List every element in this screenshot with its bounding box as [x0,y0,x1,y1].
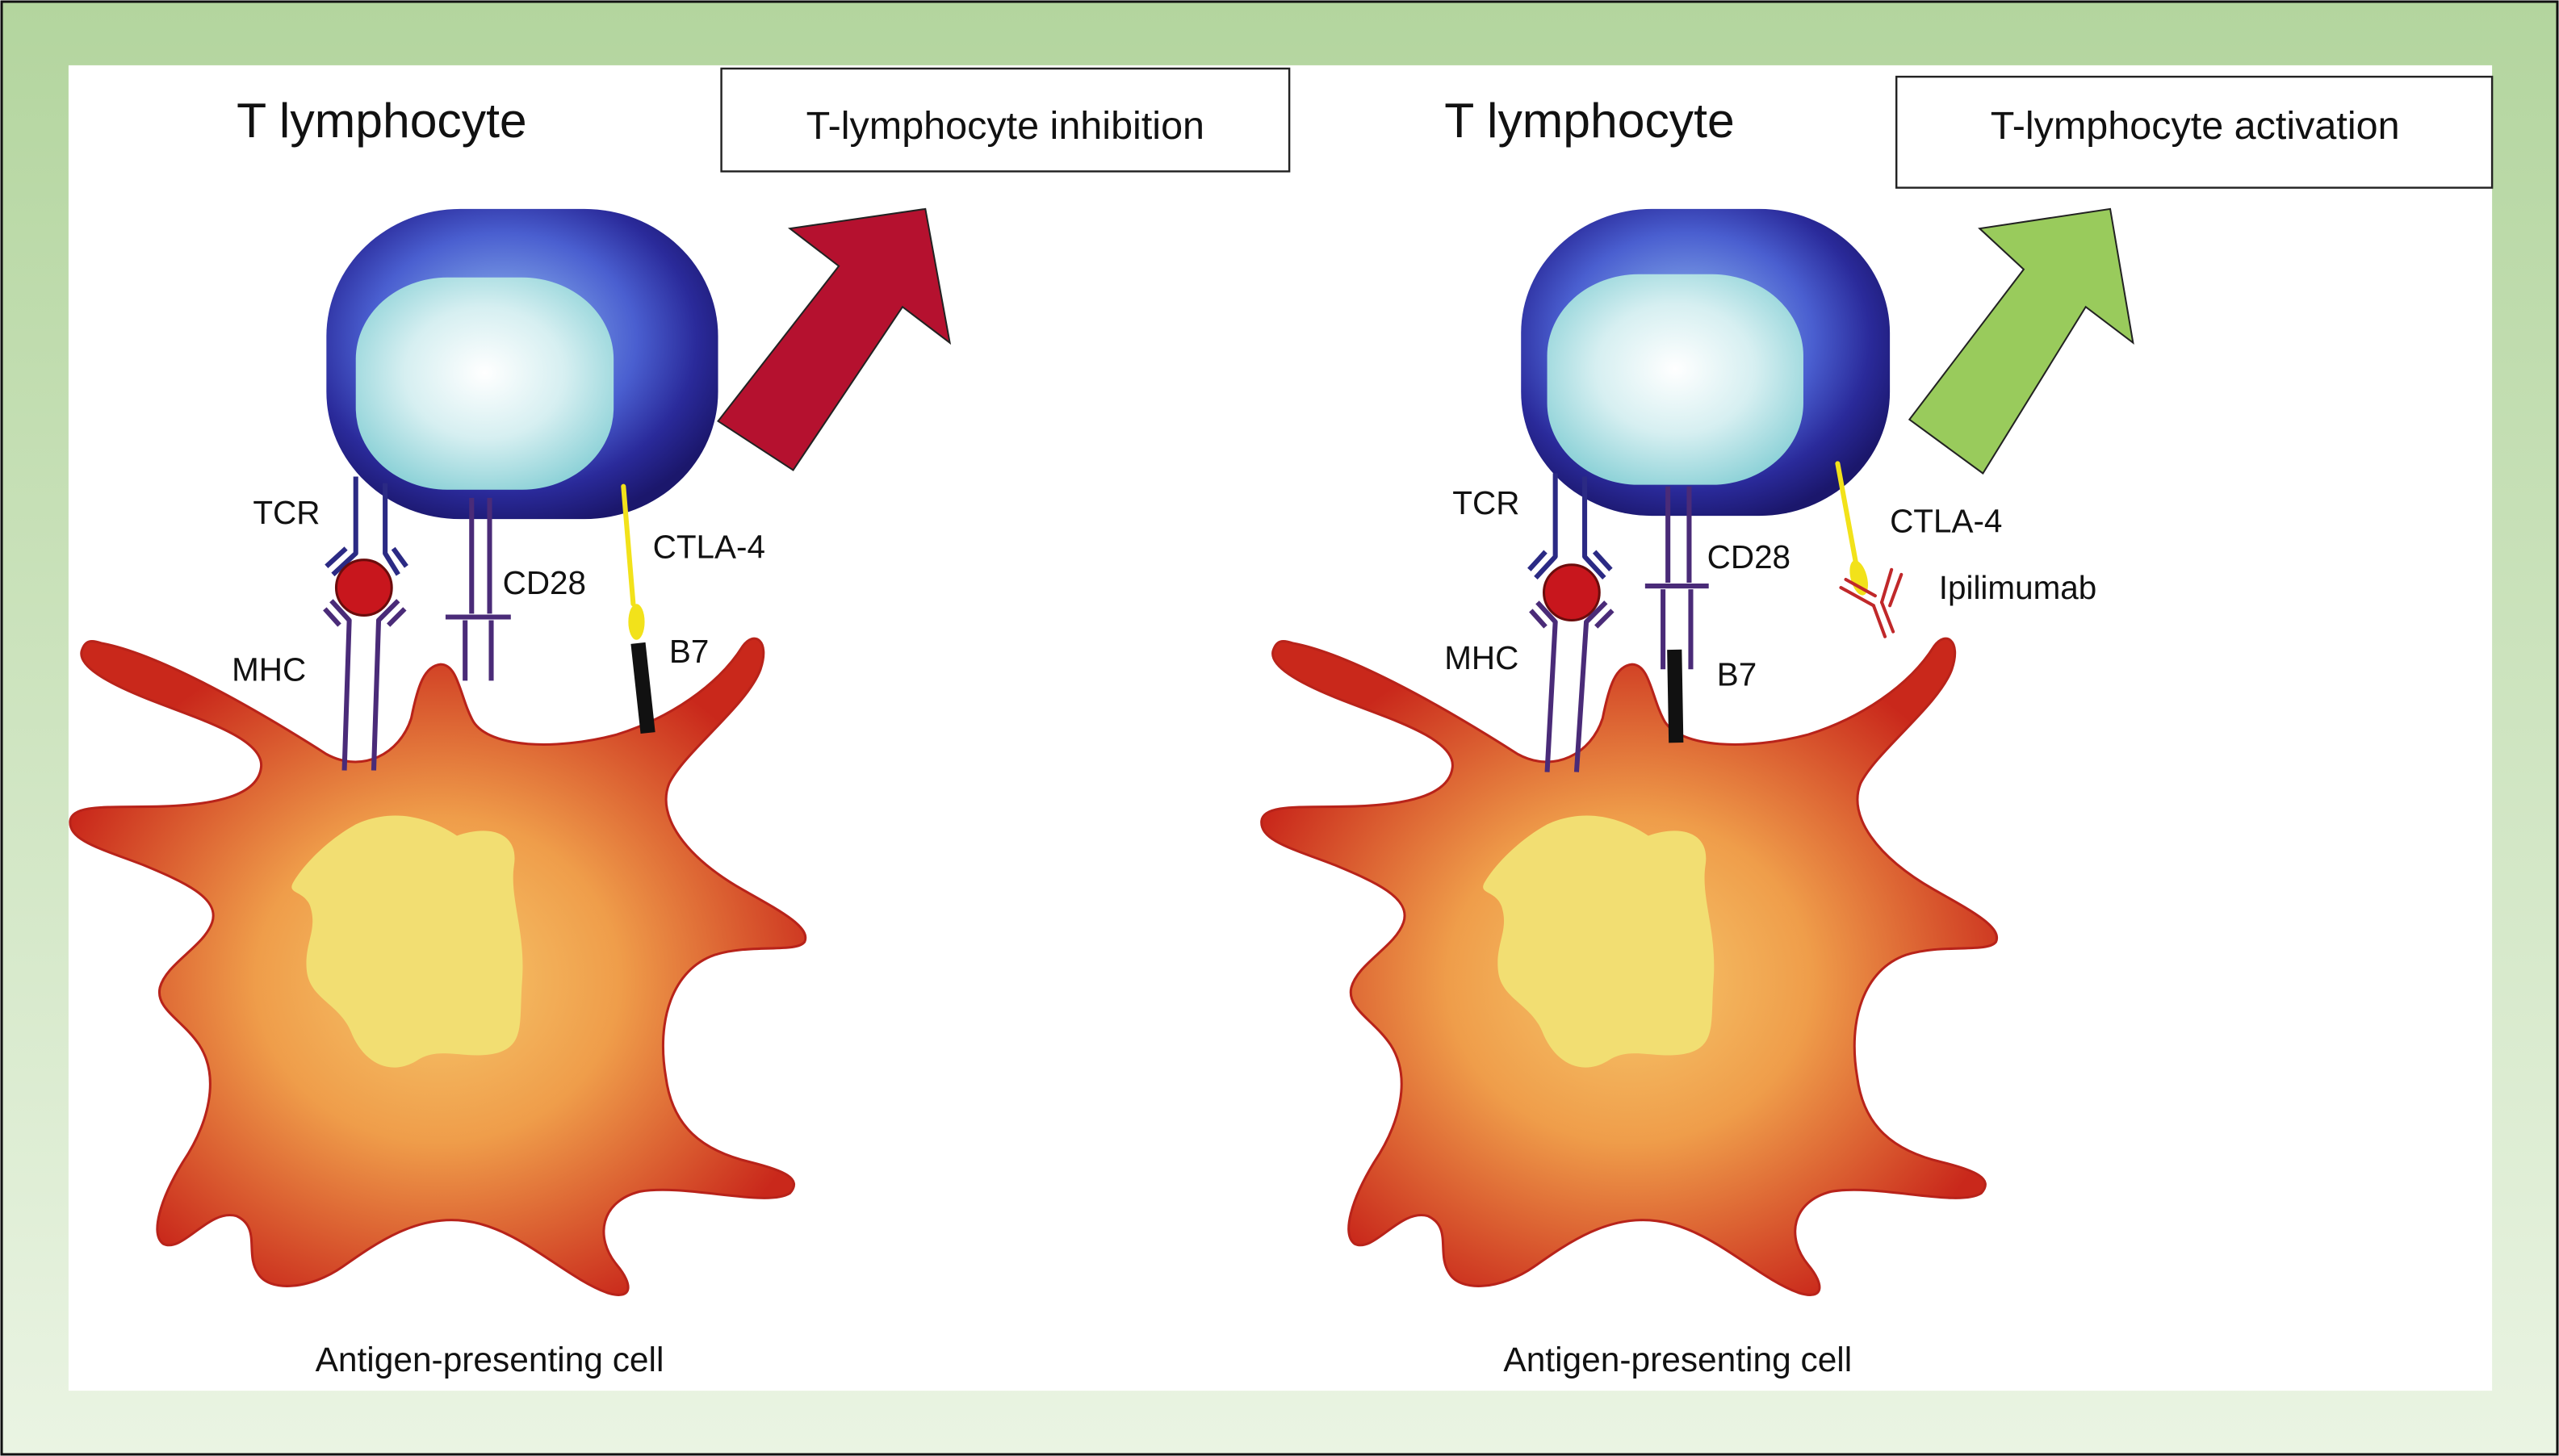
right-peptide-antigen [1542,563,1601,622]
left-tcr-chain-1 [331,476,358,577]
ipilimumab-arm-right-1 [1879,567,1894,605]
right-ctla4-head [1849,560,1869,596]
right-ipilimumab-label: Ipilimumab [1939,569,2096,606]
right-panel: T lymphocyte T-lymphocyte activation [1260,75,2494,1379]
right-outcome-label: T-lymphocyte activation [1991,104,2400,148]
left-outcome-label: T-lymphocyte inhibition [806,104,1204,148]
left-apc-label: Antigen-presenting cell [316,1341,664,1379]
right-outcome-box [1895,75,2494,189]
ipilimumab-arm-left-1 [1839,586,1875,608]
left-ctla4-head [628,604,645,640]
right-cd28-label: CD28 [1707,538,1790,575]
left-mhc-chain-1 [329,599,352,771]
right-tcr-label: TCR [1452,484,1519,521]
ipilimumab-stem-1 [1871,604,1887,638]
ipilimumab-arm-right-2 [1888,572,1904,608]
right-tcr-chain-1-outline [1527,550,1548,571]
left-ctla4-receptor [621,483,636,607]
right-tcr-chain-2 [1582,476,1606,579]
right-mhc-chain-2-outline [1594,609,1615,629]
left-tcr-label: TCR [253,494,320,531]
left-outcome-box [720,67,1291,173]
left-peptide-antigen [334,559,393,617]
left-mhc-chain-2 [371,599,400,771]
left-mhc-label: MHC [232,651,306,688]
left-tcr-chain-1-outline [325,546,348,569]
right-t-cell-nucleus [1547,274,1803,485]
left-inhibition-arrow [717,207,952,471]
left-mhc-chain-1-outline [323,607,341,627]
right-t-lymphocyte-title: T lymphocyte [1444,93,1735,148]
left-mhc-chain-2-outline [387,607,407,627]
ipilimumab-arm-left-2 [1844,577,1877,598]
left-ctla4-label: CTLA-4 [653,529,765,566]
right-ctla4-receptor [1835,461,1858,564]
left-b7-label: B7 [669,633,709,670]
left-panel: T lymphocyte T-lymphocyte inhibition TCR… [69,67,1291,1379]
left-cd28-label: CD28 [503,564,586,601]
left-t-cell-nucleus [355,277,614,490]
right-mhc-chain-2 [1573,600,1608,772]
ipilimumab-stem-2 [1879,600,1895,634]
right-tcr-chain-2-outline [1592,550,1613,571]
right-activation-arrow [1908,207,2134,475]
right-b7-label: B7 [1717,655,1757,692]
right-mhc-chain-1-outline [1529,609,1548,629]
right-b7-ligand [1667,649,1684,743]
left-tcr-chain-2 [383,483,400,576]
left-tcr-chain-2-outline [391,546,408,568]
left-b7-ligand [630,642,655,734]
right-ctla4-label: CTLA-4 [1890,502,2002,539]
right-mhc-chain-1 [1535,600,1558,772]
right-ipilimumab-antibody [1839,567,1904,638]
right-mhc-label: MHC [1444,639,1518,676]
right-apc-label: Antigen-presenting cell [1503,1341,1852,1379]
left-t-lymphocyte-title: T lymphocyte [237,93,527,148]
right-tcr-chain-1 [1534,473,1558,579]
